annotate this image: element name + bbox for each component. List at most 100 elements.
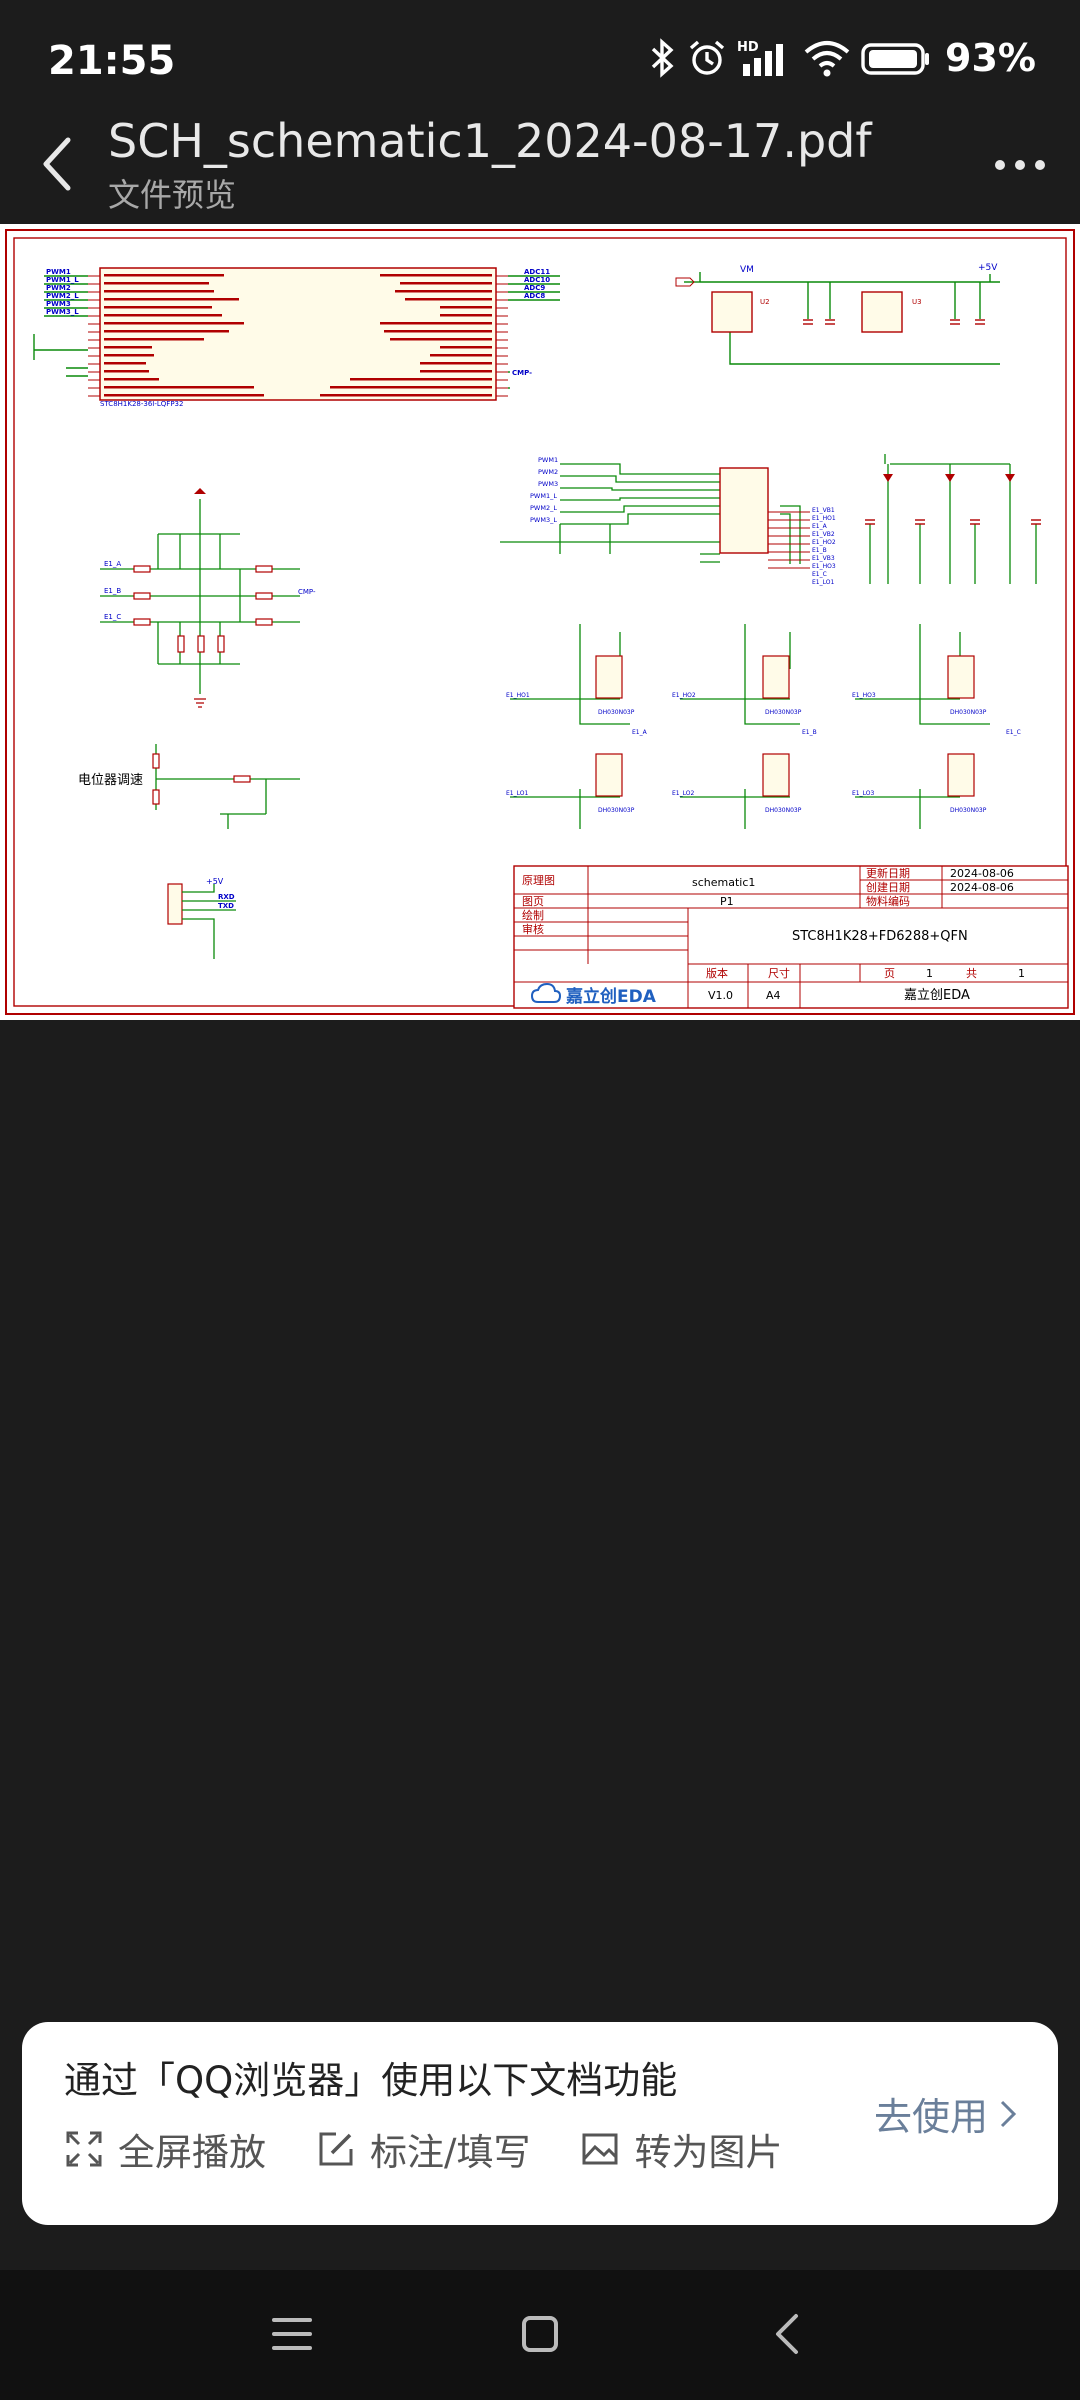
net-cmp: CMP- [512,369,532,377]
vm-label: VM [740,265,754,275]
regulator-section: VM +5V U2 U3 [675,263,1000,365]
phase-c-label: E1_C [1006,729,1021,736]
back-nav-icon[interactable] [756,2302,820,2366]
net-pwm2-l: PWM2_L [46,292,79,300]
lo3-label: E1_LO3 [852,790,874,797]
go-use-label: 去使用 [873,2095,988,2139]
tb-v-update: 2024-08-06 [950,867,1014,880]
net-pwm3: PWM3 [46,300,71,308]
plus5v-label: +5V [978,263,998,273]
conn-plus5v: +5V [206,877,224,886]
bluetooth-icon [651,38,674,78]
bootstrap-section [869,454,1037,584]
net-adc10: ADC10 [524,276,550,284]
tb-v-page: P1 [720,895,734,908]
alarm-icon [689,40,725,75]
tb-product: STC8H1K28+FD6288+QFN [792,929,968,944]
net-adc9: ADC9 [524,284,545,292]
more-menu-icon[interactable] [990,140,1050,190]
battery-percent: 93% [945,36,1036,80]
drv-in-pwm1-l: PWM1_L [530,492,557,500]
banner-actions: 全屏播放 标注/填写 转为图片 [64,2122,782,2176]
file-subtitle: 文件预览 [108,176,237,214]
mosfet-bridge: E1_HO1 E1_HO2 E1_HO3 E1_LO1 E1_LO2 E1_LO… [506,624,1021,829]
file-title: SCH_schematic1_2024-08-17.pdf [108,114,872,168]
drv-out-5: E1_B [812,547,827,554]
status-bar: 21:55 HD 93% [0,0,1080,120]
drv-out-8: E1_C [812,571,827,578]
pot-speed-label: 电位器调速 [78,773,143,788]
action-annotate-label: 标注/填写 [370,2131,531,2174]
mos-q6-label: DH030N03P [950,709,987,716]
fullscreen-icon [66,2131,102,2167]
mos-q15-label: DH030N03P [765,807,802,814]
pot-section: 电位器调速 [78,744,300,829]
sensing-section: E1_A E1_B E1_C CMP- [100,488,316,708]
tb-k-size: 尺寸 [768,966,790,980]
tb-k-page: 图页 [522,895,544,908]
lo1-label: E1_LO1 [506,790,528,797]
action-to-image[interactable]: 转为图片 [580,2122,782,2176]
tb-v-size: A4 [766,989,781,1002]
drv-out-9: E1_LO1 [812,579,834,586]
hd-label: HD [737,40,759,55]
tb-k-create: 创建日期 [866,880,910,894]
mos-q5-label: DH030N03P [765,709,802,716]
u2-label: U2 [760,298,770,306]
jlc-logo: 嘉立创EDA [530,982,657,1007]
home-icon[interactable] [508,2302,572,2366]
logo-text: 嘉立创EDA [565,986,657,1007]
action-annotate[interactable]: 标注/填写 [316,2122,530,2176]
tb-k-version: 版本 [706,966,728,980]
drv-out-7: E1_HO3 [812,563,836,570]
tb-k-pg: 页 [884,967,895,980]
tb-v-schematic: schematic1 [692,876,755,889]
phase-b-label: E1_B [802,729,817,736]
lo2-label: E1_LO2 [672,790,694,797]
conn-rxd: RXD [218,893,235,901]
app-bar: SCH_schematic1_2024-08-17.pdf 文件预览 [0,110,1080,222]
mos-q14-label: DH030N03P [598,807,635,814]
drv-out-6: E1_VB3 [812,555,835,562]
tb-k-update: 更新日期 [866,866,910,880]
signal-icon: HD [737,40,784,76]
drv-in-pwm2-l: PWM2_L [530,504,557,512]
status-time: 21:55 [48,38,176,84]
qq-browser-banner[interactable]: 通过「QQ浏览器」使用以下文档功能 全屏播放 标注/填写 转为图片 去使用 [22,2022,1058,2225]
mos-q4-label: DH030N03P [598,709,635,716]
tb-k-schematic: 原理图 [522,874,555,887]
mcu-block: STC8H1K28-36I-LQFP32 [88,267,508,408]
drv-out-3: E1_VB2 [812,531,835,538]
go-use-button[interactable]: 去使用 [874,2086,1018,2141]
net-adc11: ADC11 [524,268,550,276]
action-fullscreen[interactable]: 全屏播放 [64,2122,266,2176]
ho1-label: E1_HO1 [506,692,530,699]
net-pwm2: PWM2 [46,284,71,292]
mcu-part-label: STC8H1K28-36I-LQFP32 [100,400,183,408]
sense-cmp-label: CMP- [298,588,316,596]
edit-icon [319,2132,353,2166]
ho3-label: E1_HO3 [852,692,876,699]
phase-a-label: E1_A [632,729,648,736]
sense-label-a: E1_A [104,560,121,568]
banner-title: 通过「QQ浏览器」使用以下文档功能 [64,2059,678,2102]
tb-v-total: 1 [1018,967,1025,980]
back-arrow-icon[interactable] [30,134,90,194]
sense-label-b: E1_B [104,587,121,595]
drv-out-4: E1_HO2 [812,539,836,546]
net-pwm1: PWM1 [46,268,71,276]
menu-icon[interactable] [260,2302,324,2366]
status-icons: HD 93% [649,36,1036,80]
drv-in-pwm1: PWM1 [538,456,558,464]
pdf-preview[interactable]: STC8H1K28-36I-LQFP32 PWM1 PWM1_L PWM2 PW… [0,224,1080,1020]
drv-in-pwm2: PWM2 [538,468,558,476]
tb-v-pg: 1 [926,967,933,980]
drv-in-pwm3-l: PWM3_L [530,516,557,524]
wifi-icon [804,41,850,77]
mos-q16-label: DH030N03P [950,807,987,814]
drv-out-0: E1_VB1 [812,507,835,514]
net-adc8: ADC8 [524,292,545,300]
sense-label-c: E1_C [104,613,121,621]
action-fullscreen-label: 全屏播放 [118,2131,266,2174]
tb-v-version: V1.0 [708,989,733,1002]
